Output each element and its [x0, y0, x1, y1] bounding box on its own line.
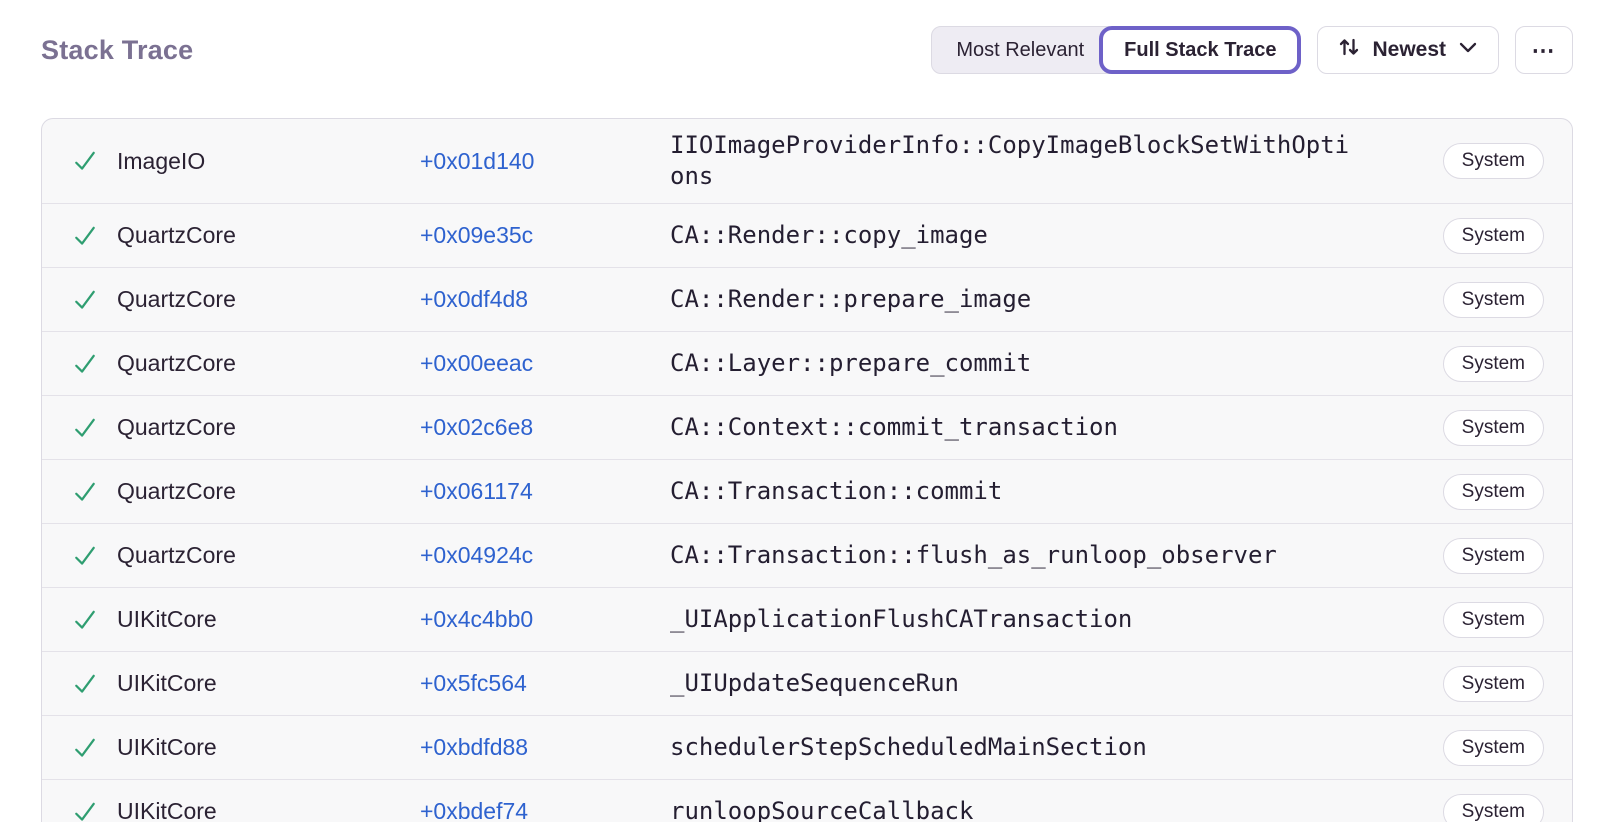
- frame-module: QuartzCore: [117, 478, 236, 504]
- frame-origin-badge: System: [1442, 601, 1544, 638]
- frame-origin-badge: System: [1442, 281, 1544, 318]
- stack-trace-header: Stack Trace Most Relevant Full Stack Tra…: [41, 26, 1573, 74]
- frame-function: CA::Transaction::flush_as_runloop_observ…: [670, 541, 1277, 569]
- frame-module: QuartzCore: [117, 542, 236, 568]
- in-app-check-icon: [71, 798, 117, 822]
- in-app-check-icon: [71, 734, 117, 762]
- frame-origin-badge: System: [1442, 473, 1544, 510]
- sort-dropdown[interactable]: Newest: [1317, 26, 1499, 74]
- frame-address-link[interactable]: +0xbdef74: [420, 798, 529, 822]
- frame-module: QuartzCore: [117, 222, 236, 248]
- frame-function: CA::Layer::prepare_commit: [670, 349, 1032, 377]
- frame-address-link[interactable]: +0xbdfd88: [420, 734, 529, 760]
- frame-function: runloopSourceCallback: [670, 797, 974, 822]
- frame-origin-badge: System: [1442, 665, 1544, 702]
- frame-address-link[interactable]: +0x4c4bb0: [420, 606, 534, 632]
- in-app-check-icon: [71, 286, 117, 314]
- frame-address-link[interactable]: +0x00eeac: [420, 350, 534, 376]
- frame-origin-badge: System: [1442, 217, 1544, 254]
- frame-module: QuartzCore: [117, 350, 236, 376]
- frame-function: CA::Render::copy_image: [670, 221, 988, 249]
- frame-address-link[interactable]: +0x02c6e8: [420, 414, 534, 440]
- stack-frame-row[interactable]: ImageIO +0x01d140 IIOImageProviderInfo::…: [42, 119, 1572, 203]
- frame-function: IIOImageProviderInfo::CopyImageBlockSetW…: [670, 131, 1350, 190]
- most-relevant-button[interactable]: Most Relevant: [931, 26, 1110, 74]
- stack-frame-row[interactable]: QuartzCore +0x0df4d8 CA::Render::prepare…: [42, 267, 1572, 331]
- frame-module: ImageIO: [117, 147, 206, 174]
- stack-frame-list: ImageIO +0x01d140 IIOImageProviderInfo::…: [41, 118, 1573, 822]
- stack-frame-row[interactable]: QuartzCore +0x061174 CA::Transaction::co…: [42, 459, 1572, 523]
- stack-frame-row[interactable]: UIKitCore +0x4c4bb0 _UIApplicationFlushC…: [42, 587, 1572, 651]
- in-app-check-icon: [71, 542, 117, 570]
- frame-origin-badge: System: [1442, 409, 1544, 446]
- frame-origin-badge: System: [1442, 793, 1544, 822]
- sort-arrows-icon: [1337, 35, 1361, 65]
- in-app-check-icon: [71, 350, 117, 378]
- in-app-check-icon: [71, 670, 117, 698]
- frame-module: QuartzCore: [117, 414, 236, 440]
- frame-module: UIKitCore: [117, 670, 217, 696]
- frame-address-link[interactable]: +0x01d140: [420, 147, 535, 174]
- sort-dropdown-label: Newest: [1372, 38, 1446, 61]
- in-app-check-icon: [71, 478, 117, 506]
- chevron-down-icon: [1457, 36, 1479, 64]
- stack-frame-row[interactable]: QuartzCore +0x09e35c CA::Render::copy_im…: [42, 203, 1572, 267]
- stack-frame-row[interactable]: UIKitCore +0xbdfd88 schedulerStepSchedul…: [42, 715, 1572, 779]
- page-title: Stack Trace: [41, 34, 194, 65]
- frame-address-link[interactable]: +0x5fc564: [420, 670, 527, 696]
- full-stack-trace-button[interactable]: Full Stack Trace: [1099, 26, 1302, 74]
- header-controls: Most Relevant Full Stack Trace Newest: [931, 26, 1573, 74]
- frame-address-link[interactable]: +0x09e35c: [420, 222, 534, 248]
- overflow-menu-button[interactable]: ⋯: [1515, 26, 1573, 74]
- frame-function: CA::Render::prepare_image: [670, 285, 1032, 313]
- in-app-check-icon: [71, 414, 117, 442]
- frame-module: UIKitCore: [117, 606, 217, 632]
- in-app-check-icon: [71, 147, 117, 175]
- frame-function: CA::Transaction::commit: [670, 477, 1003, 505]
- in-app-check-icon: [71, 606, 117, 634]
- frame-function: _UIApplicationFlushCATransaction: [670, 605, 1133, 633]
- view-toggle-group: Most Relevant Full Stack Trace: [931, 26, 1302, 74]
- frame-function: _UIUpdateSequenceRun: [670, 669, 959, 697]
- frame-module: QuartzCore: [117, 286, 236, 312]
- frame-function: schedulerStepScheduledMainSection: [670, 733, 1147, 761]
- frame-origin-badge: System: [1442, 345, 1544, 382]
- frame-address-link[interactable]: +0x04924c: [420, 542, 534, 568]
- stack-frame-row[interactable]: QuartzCore +0x02c6e8 CA::Context::commit…: [42, 395, 1572, 459]
- stack-frame-row[interactable]: QuartzCore +0x00eeac CA::Layer::prepare_…: [42, 331, 1572, 395]
- frame-origin-badge: System: [1442, 729, 1544, 766]
- frame-module: UIKitCore: [117, 798, 217, 822]
- frame-module: UIKitCore: [117, 734, 217, 760]
- frame-origin-badge: System: [1442, 537, 1544, 574]
- in-app-check-icon: [71, 222, 117, 250]
- frame-address-link[interactable]: +0x061174: [420, 478, 533, 504]
- frame-origin-badge: System: [1442, 143, 1544, 179]
- frame-address-link[interactable]: +0x0df4d8: [420, 286, 529, 312]
- stack-frame-row[interactable]: UIKitCore +0x5fc564 _UIUpdateSequenceRun…: [42, 651, 1572, 715]
- stack-frame-row[interactable]: UIKitCore +0xbdef74 runloopSourceCallbac…: [42, 779, 1572, 822]
- stack-trace-section: Stack Trace Most Relevant Full Stack Tra…: [0, 26, 1614, 822]
- frame-function: CA::Context::commit_transaction: [670, 413, 1118, 441]
- stack-frame-row[interactable]: QuartzCore +0x04924c CA::Transaction::fl…: [42, 523, 1572, 587]
